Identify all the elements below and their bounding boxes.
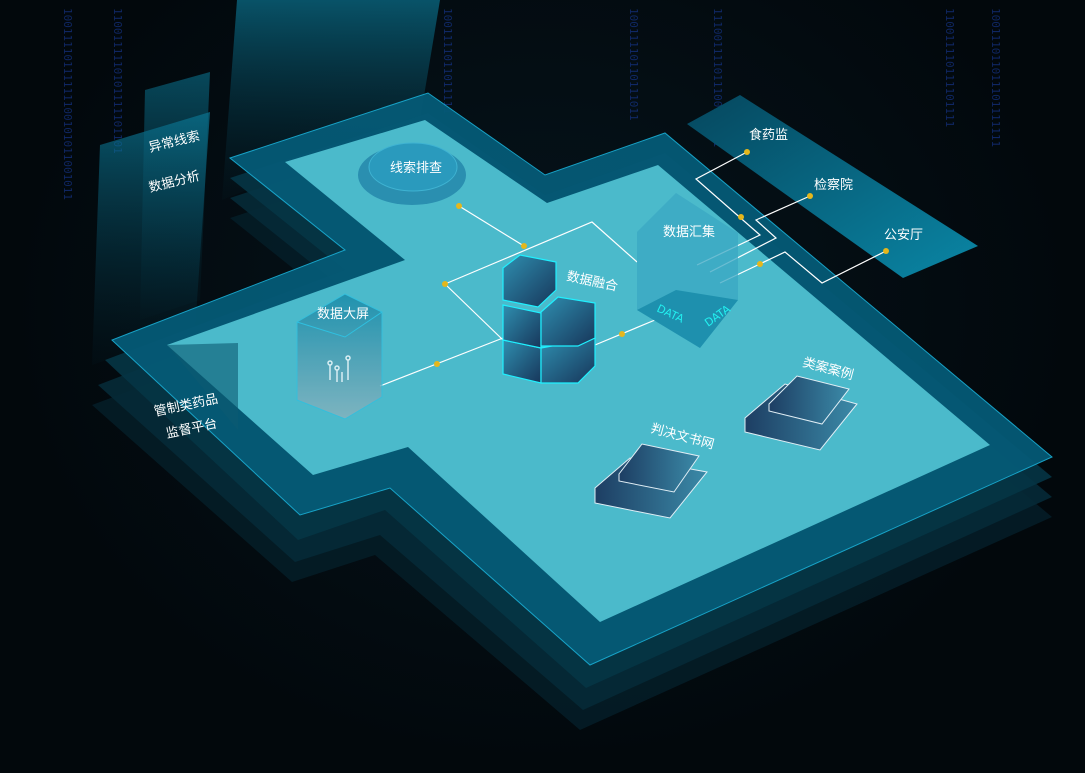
circuit-icon — [327, 355, 351, 382]
source-label[interactable]: 检察院 — [814, 178, 853, 193]
source-label[interactable]: 公安厅 — [884, 228, 923, 243]
side-panel-beam — [140, 72, 210, 320]
binary-background: 10011110111111100101011001011 1100111110… — [61, 8, 1002, 200]
clue-check-label: 线索排查 — [390, 161, 442, 176]
data-collect-node[interactable]: 数据汇集 DATA DATA — [637, 193, 738, 348]
clue-check-node[interactable]: 线索排查 — [358, 142, 466, 205]
binary-column: 1100111110101111101101 — [111, 8, 124, 154]
data-screen-node[interactable]: 数据大屏 — [296, 293, 383, 420]
data-screen-label: 数据大屏 — [317, 307, 369, 322]
connection-dots — [434, 149, 889, 367]
binary-column: 10011110111111100101011001011 — [61, 8, 74, 200]
judgement-docs-node[interactable]: 判决文书网 — [594, 421, 716, 519]
binary-column: 100111011011101111111 — [989, 8, 1002, 147]
connection-lines — [379, 151, 887, 387]
binary-column: 110011110111101111 — [943, 8, 956, 127]
binary-column: 1001111011011111 — [441, 8, 454, 114]
binary-column: 10011110110111011 — [627, 8, 640, 121]
data-collect-label: 数据汇集 — [663, 224, 715, 240]
sources-panel — [687, 95, 978, 278]
source-label[interactable]: 食药监 — [749, 127, 788, 143]
